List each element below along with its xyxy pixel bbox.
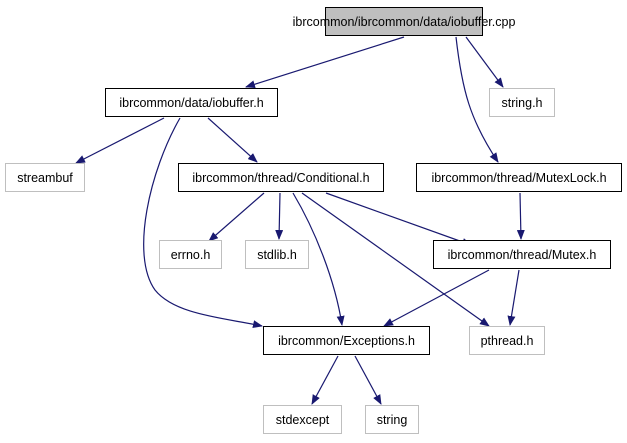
node-label: streambuf: [17, 170, 73, 185]
edge-mutex-to-pthread: [507, 269, 520, 326]
edge-root-to-stringh: [465, 36, 504, 88]
node-string: string: [365, 405, 419, 434]
node-label: errno.h: [170, 247, 211, 262]
edge-exceptions-to-string: [354, 355, 382, 405]
node-label: ibrcommon/ibrcommon/data/iobuffer.cpp: [292, 14, 516, 29]
edge-conditional-to-errno: [208, 192, 265, 242]
node-conditional[interactable]: ibrcommon/thread/Conditional.h: [178, 163, 384, 192]
edge-root-to-iobuffer: [245, 36, 405, 89]
node-label: stdexcept: [275, 412, 330, 427]
node-streambuf: streambuf: [5, 163, 85, 192]
node-stdexcept: stdexcept: [263, 405, 342, 434]
edge-conditional-to-pthread: [301, 192, 490, 327]
node-exceptions[interactable]: ibrcommon/Exceptions.h: [263, 326, 430, 355]
edge-iobuffer-to-streambuf: [75, 117, 165, 164]
node-label: string: [376, 412, 408, 427]
node-label: string.h: [501, 95, 543, 110]
node-mutex[interactable]: ibrcommon/thread/Mutex.h: [433, 240, 611, 269]
node-label: pthread.h: [480, 333, 534, 348]
edge-mutex-to-exceptions: [383, 269, 490, 327]
node-root: ibrcommon/ibrcommon/data/iobuffer.cpp: [293, 7, 515, 36]
node-label: ibrcommon/Exceptions.h: [278, 333, 415, 348]
edge-mutexlock-to-mutex: [516, 192, 525, 240]
node-stdlib: stdlib.h: [245, 240, 309, 269]
edge-conditional-to-mutex: [325, 192, 472, 246]
node-iobuffer[interactable]: ibrcommon/data/iobuffer.h: [105, 88, 278, 117]
node-pthread: pthread.h: [469, 326, 545, 355]
node-label: ibrcommon/data/iobuffer.h: [119, 95, 264, 110]
edge-iobuffer-to-exceptions: [143, 117, 263, 329]
edge-conditional-to-stdlib: [275, 192, 284, 240]
edge-conditional-to-exceptions: [292, 192, 345, 326]
edge-exceptions-to-stdexcept: [311, 355, 339, 405]
edge-root-to-mutexlock: [455, 36, 499, 163]
edge-iobuffer-to-conditional: [207, 117, 258, 163]
node-mutexlock[interactable]: ibrcommon/thread/MutexLock.h: [416, 163, 622, 192]
node-label: stdlib.h: [257, 247, 297, 262]
node-label: ibrcommon/thread/MutexLock.h: [431, 170, 607, 185]
node-label: ibrcommon/thread/Conditional.h: [192, 170, 370, 185]
node-stringh: string.h: [489, 88, 555, 117]
node-errno: errno.h: [159, 240, 222, 269]
node-label: ibrcommon/thread/Mutex.h: [447, 247, 597, 262]
